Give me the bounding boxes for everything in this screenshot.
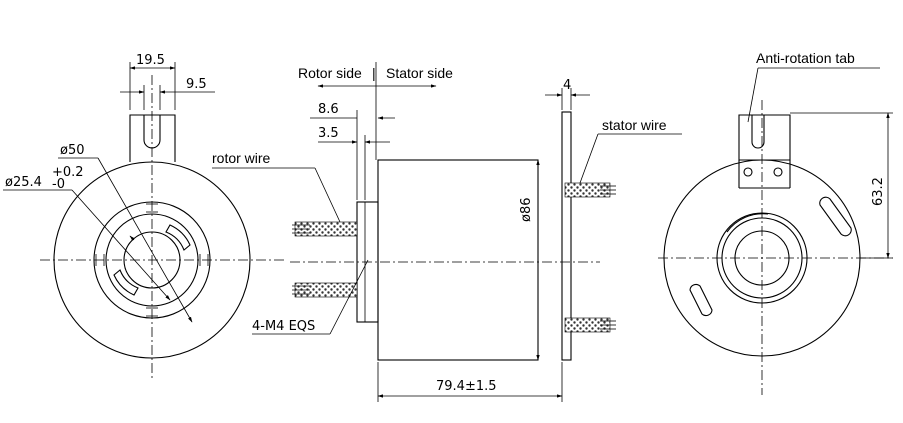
right-tab-hole-2 bbox=[773, 167, 783, 177]
dim-body-dia: ø86 bbox=[519, 198, 534, 223]
right-view: Anti-rotation tab 63.2 bbox=[658, 50, 893, 395]
side-body bbox=[377, 159, 539, 361]
right-hub-mid bbox=[721, 217, 803, 299]
left-ring-circle bbox=[105, 213, 199, 307]
dim-length: 79.4±1.5 bbox=[436, 379, 497, 394]
side-view: Rotor side | Stator side 8.6 3.5 4 ø86 7… bbox=[212, 62, 682, 402]
rotor-wire-label: rotor wire bbox=[212, 150, 271, 166]
left-slot-2 bbox=[113, 269, 139, 296]
right-tab-hole-1 bbox=[743, 167, 753, 177]
dim-tab-height: 63.2 bbox=[871, 177, 886, 206]
dim-outer-dia: ø50 bbox=[60, 143, 85, 158]
side-divider: | bbox=[372, 65, 376, 81]
right-hub-arc bbox=[726, 213, 769, 233]
dim-flange-offset: 8.6 bbox=[318, 102, 339, 117]
side-rotor-flange bbox=[356, 201, 379, 323]
dim-bore-tol-lower: -0 bbox=[52, 177, 65, 192]
right-hub-outer bbox=[716, 212, 808, 304]
left-outer-circle bbox=[53, 161, 251, 359]
left-flange-circle bbox=[93, 201, 211, 319]
stator-side-label: Stator side bbox=[386, 65, 453, 81]
left-view: 19.5 9.5 ø50 ø25.4 +0.2 -0 bbox=[3, 53, 285, 380]
dim-bore-dia: ø25.4 bbox=[5, 175, 42, 190]
stator-wire-label: stator wire bbox=[602, 117, 667, 133]
left-tab bbox=[129, 114, 176, 162]
right-slot-1 bbox=[819, 196, 852, 237]
dim-tab-thick: 4 bbox=[563, 78, 571, 93]
dim-flange-thick: 3.5 bbox=[318, 126, 339, 141]
side-stator-tab bbox=[561, 111, 572, 361]
right-bore bbox=[734, 230, 790, 286]
right-tab-slot bbox=[751, 115, 765, 149]
left-screw-markers bbox=[95, 203, 209, 317]
left-slot-1 bbox=[165, 224, 191, 251]
dim-tab-offset: 9.5 bbox=[186, 77, 207, 92]
dim-tab-width: 19.5 bbox=[136, 53, 165, 68]
anti-rotation-label: Anti-rotation tab bbox=[756, 50, 855, 66]
dim-bore-tol-upper: +0.2 bbox=[52, 165, 84, 180]
right-slot-2 bbox=[689, 283, 713, 317]
rotor-side-label: Rotor side bbox=[298, 65, 362, 81]
left-tab-slot bbox=[143, 115, 161, 149]
screws-label: 4-M4 EQS bbox=[252, 319, 315, 334]
left-bore-circle bbox=[123, 231, 181, 289]
right-tab bbox=[738, 114, 791, 161]
